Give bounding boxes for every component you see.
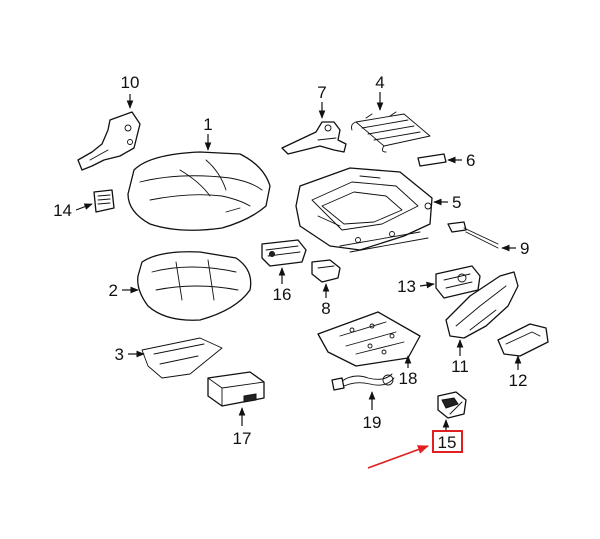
part-10-side-bracket — [77, 111, 141, 171]
part-11-side-shield — [445, 271, 519, 339]
leader-lines — [75, 92, 522, 430]
part-6-clip — [417, 153, 447, 167]
callout-12: 12 — [509, 371, 528, 390]
callout-6: 6 — [466, 151, 475, 170]
callout-3: 3 — [115, 345, 124, 364]
highlight-arrow — [367, 445, 430, 469]
part-2-cushion-pad — [137, 251, 252, 321]
part-9-cable — [447, 221, 499, 249]
leader-14 — [75, 203, 93, 211]
callout-17: 17 — [233, 429, 252, 448]
leader-13 — [419, 281, 435, 289]
highlight-box — [432, 430, 463, 453]
callout-15: 15 — [438, 433, 457, 452]
part-18-seat-pan — [317, 311, 421, 367]
part-12-trim-cover — [497, 323, 549, 357]
callout-16: 16 — [273, 285, 292, 304]
callout-2: 2 — [109, 281, 118, 300]
callout-4: 4 — [375, 73, 384, 92]
callout-8: 8 — [321, 299, 330, 318]
part-8-actuator — [311, 259, 341, 283]
part-5-seat-frame — [295, 167, 433, 253]
callout-18: 18 — [399, 369, 418, 388]
part-7-adjuster — [281, 121, 347, 155]
part-1-cushion-cover — [127, 151, 271, 231]
callout-14: 14 — [53, 201, 72, 220]
part-15-knob — [437, 391, 467, 419]
callout-10: 10 — [121, 73, 140, 92]
callout-13: 13 — [397, 277, 416, 296]
callout-labels: 10 1 7 4 6 5 14 9 16 8 2 13 11 3 18 12 1… — [53, 73, 529, 448]
callout-11: 11 — [451, 357, 469, 376]
part-16-motor — [261, 239, 307, 267]
part-19-harness — [331, 373, 395, 391]
callout-19: 19 — [363, 413, 382, 432]
part-14-switch — [93, 189, 115, 213]
callout-7: 7 — [317, 83, 326, 102]
highlight-callout-15: 15 — [367, 430, 463, 469]
callout-9: 9 — [520, 239, 529, 258]
part-4-spring-grid — [351, 111, 431, 153]
callout-5: 5 — [452, 193, 461, 212]
part-3-wire-mat — [141, 337, 223, 379]
part-17-module-box — [207, 371, 265, 407]
callout-1: 1 — [203, 115, 212, 134]
